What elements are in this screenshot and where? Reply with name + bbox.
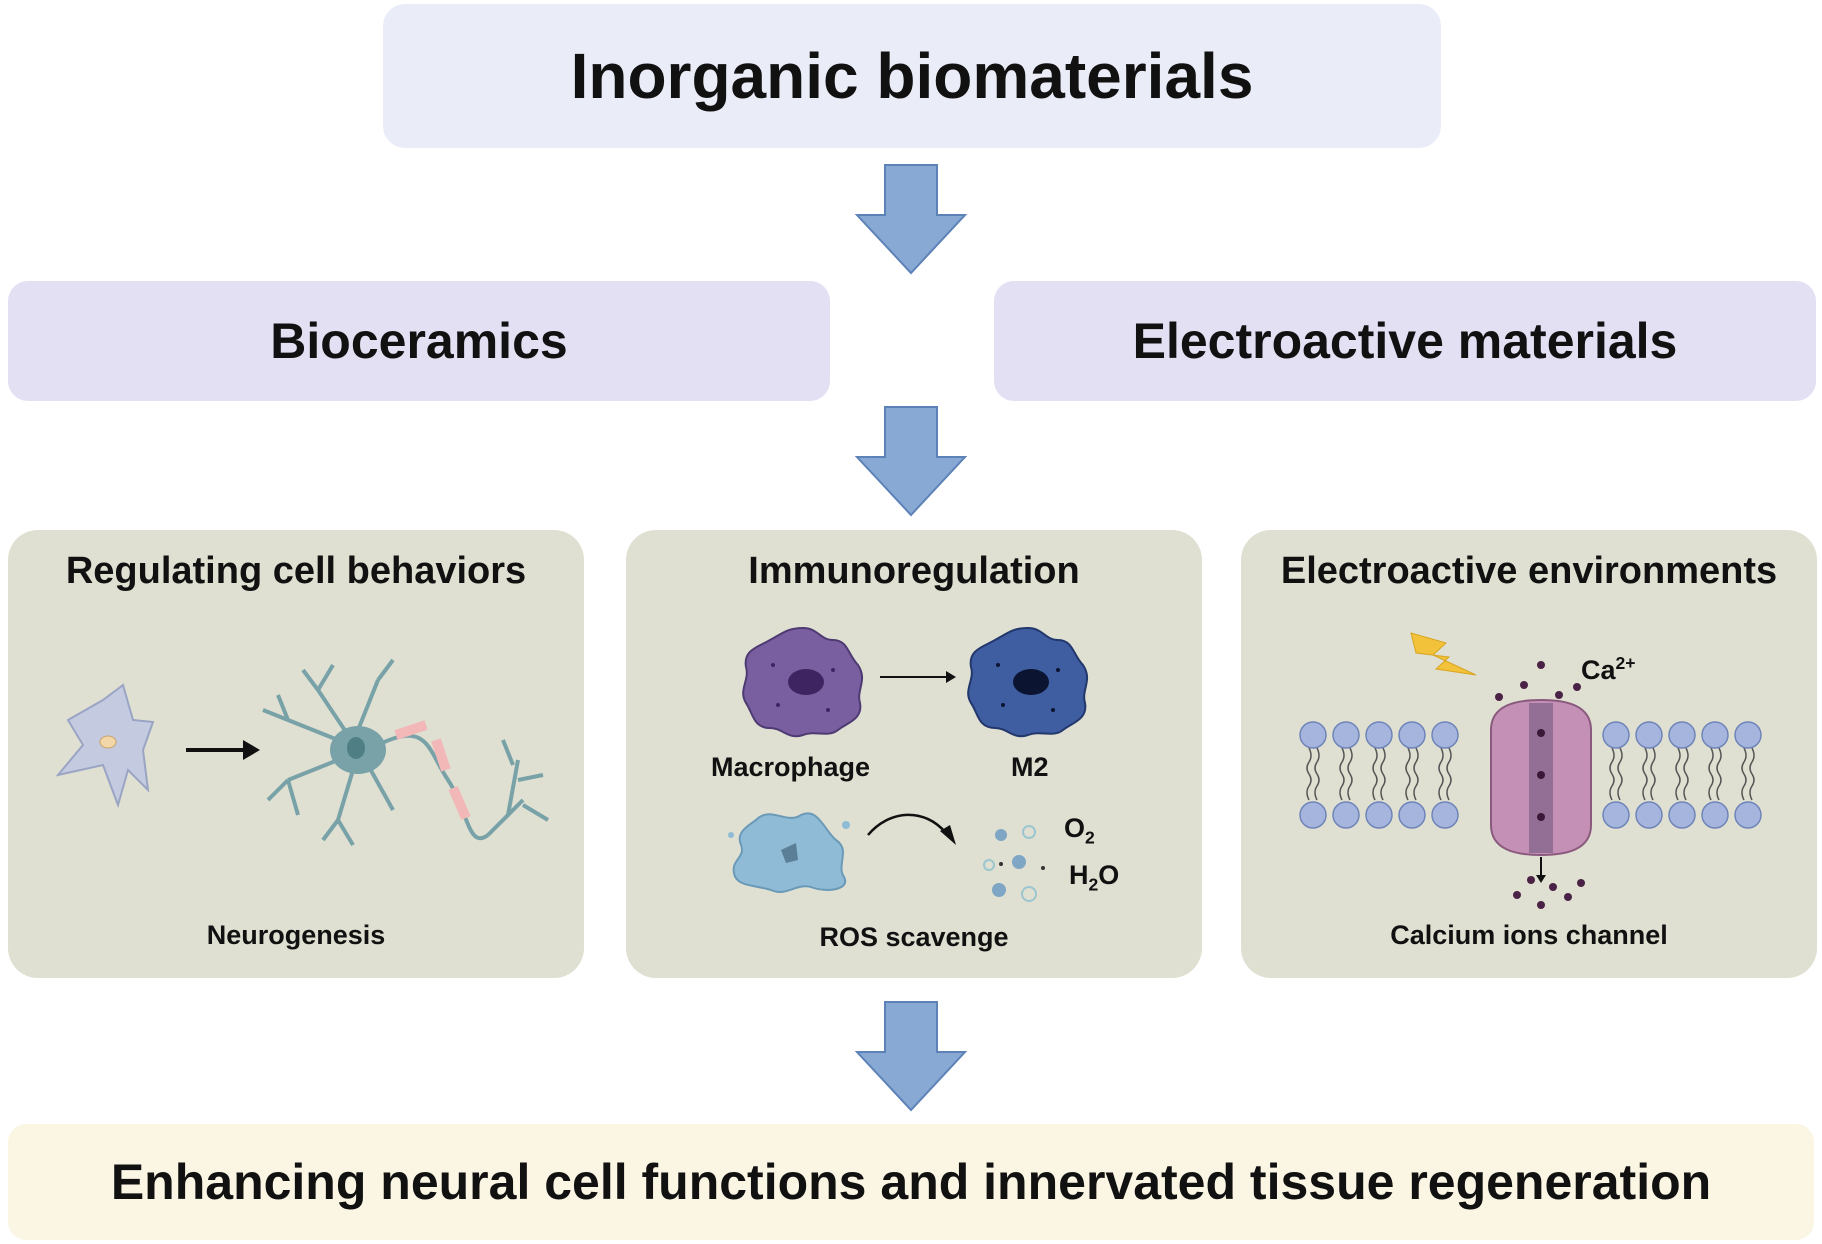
calcium-ion-label: Ca2+ (1581, 653, 1636, 685)
neuron-icon (262, 658, 550, 847)
calcium-ions-top (1495, 661, 1581, 701)
lipid-head (1635, 801, 1663, 829)
lipid-head (1668, 721, 1696, 749)
panel-caption: Calcium ions channel (1390, 920, 1668, 950)
lipid-head (1734, 801, 1762, 829)
ros-cell-icon (728, 812, 850, 893)
calcium-channel-illustration (1299, 632, 1762, 909)
down-arrow-3 (854, 1001, 968, 1112)
lipid-head (1602, 801, 1630, 829)
top-box-inorganic-biomaterials: Inorganic biomaterials (383, 4, 1441, 148)
panel-caption: Neurogenesis (206, 920, 386, 950)
lipid-head (1365, 721, 1393, 749)
down-arrow-2 (854, 406, 968, 517)
neurogenesis-illustration (55, 658, 550, 847)
lipid-head (1398, 801, 1426, 829)
macrophage-label: Macrophage (711, 752, 871, 782)
lipid-head (1332, 801, 1360, 829)
panel-title: Electroactive environments (1280, 550, 1778, 592)
lipid-head (1701, 801, 1729, 829)
panel-title: Regulating cell behaviors (65, 550, 527, 592)
bottom-box-outcome: Enhancing neural cell functions and inne… (8, 1124, 1814, 1240)
right-arrow-icon (880, 671, 956, 683)
ion-channel-icon (1490, 698, 1592, 857)
right-arrow-icon (186, 740, 260, 760)
panel-electroactive-environments: Electroactive environments Ca2+ Calcium … (1241, 530, 1817, 978)
water-label: H2O (1069, 860, 1120, 895)
panel-caption: ROS scavenge (819, 922, 1009, 952)
macrophage-icon (742, 626, 863, 738)
lipid-head (1602, 721, 1630, 749)
lipid-head (1398, 721, 1426, 749)
lipid-head (1668, 801, 1696, 829)
lipid-head (1431, 801, 1459, 829)
calcium-ions-bottom (1513, 876, 1585, 909)
lipid-head (1701, 721, 1729, 749)
bioceramics-label: Bioceramics (270, 313, 568, 369)
down-arrow-1 (854, 164, 968, 275)
lipid-head (1365, 801, 1393, 829)
stem-cell-icon (55, 683, 155, 809)
lipid-head (1299, 801, 1327, 829)
m2-macrophage-icon (967, 626, 1088, 738)
panel-immunoregulation: Immunoregulation Macrophage M2 O2 H2O RO… (626, 530, 1202, 978)
m2-label: M2 (1011, 752, 1049, 782)
lipid-head (1431, 721, 1459, 749)
top-box-label: Inorganic biomaterials (570, 40, 1254, 112)
bioceramics-box: Bioceramics (8, 281, 830, 401)
lipid-head (1734, 721, 1762, 749)
electroactive-materials-box: Electroactive materials (994, 281, 1816, 401)
oxygen-label: O2 (1064, 813, 1095, 848)
electroactive-materials-label: Electroactive materials (1132, 313, 1678, 369)
curved-arrow-icon (867, 813, 956, 845)
bottom-box-label: Enhancing neural cell functions and inne… (110, 1154, 1712, 1210)
lipid-head (1635, 721, 1663, 749)
panel-regulating-cell-behaviors: Regulating cell behaviors Neurogenesis (8, 530, 584, 978)
lipid-head (1299, 721, 1327, 749)
scavenged-products-icon (983, 825, 1045, 902)
lipid-head (1332, 721, 1360, 749)
lightning-icon (1410, 632, 1477, 676)
panel-title: Immunoregulation (748, 550, 1080, 592)
